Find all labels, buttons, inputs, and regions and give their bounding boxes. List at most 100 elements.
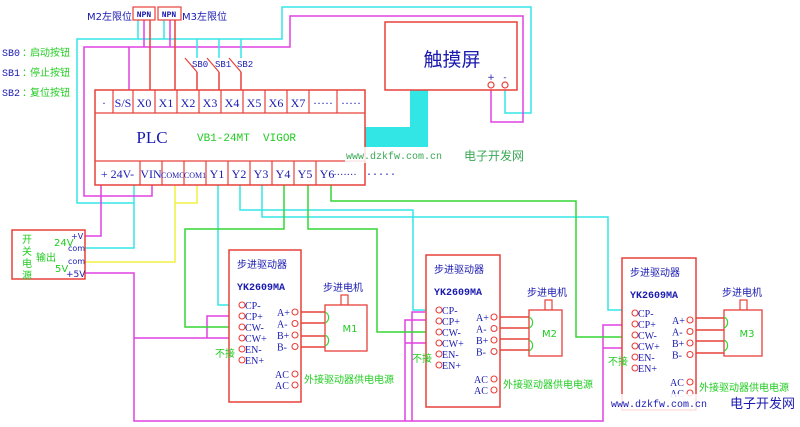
wire-y4 (184, 185, 285, 328)
plc-output-vin: VIN (140, 167, 162, 181)
driver-ac-label: AC (275, 381, 289, 392)
driver-ac-label: AC (670, 378, 684, 389)
driver-terminal-cwminus (631, 331, 639, 339)
stepper-drivers: 步进驱动器YK2609MACP-CP+CW-CW+EN-EN+不接A+A-B+B… (215, 249, 789, 411)
legend-sb1-sep: ： (22, 68, 32, 79)
driver-phase-terminal (291, 331, 299, 339)
plc-input-x2: X2 (181, 96, 196, 110)
plc-input-x6: X6 (269, 96, 284, 110)
driver-phase-terminal (686, 316, 694, 324)
driver-phase-terminal (686, 327, 694, 336)
watermark-bottom-name: 电子开发网 (730, 396, 795, 412)
plc-model: VB1-24MT VIGOR (197, 133, 296, 145)
driver-phase-terminal (291, 319, 299, 328)
driver-phase-label: A- (277, 320, 288, 331)
driver-terminal-label: CP- (638, 309, 654, 320)
wire-y5 (307, 185, 432, 333)
driver-title: 步进驱动器 (434, 264, 484, 276)
stepper-driver-2: 步进驱动器YK2609MACP-CP+CW-CW+EN-EN+不接A+A-B+B… (412, 254, 593, 408)
plc-output-y4: Y4 (276, 167, 291, 181)
touchscreen: 触摸屏 + - (384, 21, 518, 91)
driver-terminal-label: CP- (442, 306, 458, 317)
watermark-top-name: 电子开发网 (464, 148, 524, 163)
m2-limit-label: M2左限位 (87, 10, 132, 23)
driver-phase-terminal (686, 339, 694, 347)
driver-terminal-label: CW+ (638, 342, 660, 353)
driver-title: 步进驱动器 (237, 259, 287, 271)
wire-touchscreen-minus (76, 6, 532, 204)
plc-output-y6: Y6 (320, 167, 335, 181)
wire-m2-coils (493, 316, 530, 351)
driver-terminal-label: EN+ (638, 364, 657, 375)
wire-y6 (330, 185, 633, 338)
npn-sensor-m2-label: NPN (137, 11, 152, 20)
plc-input-dot-11: ····· (341, 96, 361, 110)
driver-terminal-cpminus (435, 306, 443, 314)
m3-limit-label: M3左限位 (182, 10, 227, 23)
legend-sb1-id: SB1 (2, 69, 20, 80)
motor-body (723, 309, 763, 357)
psu-title-char-2: 关 (22, 245, 32, 258)
touchscreen-box (384, 21, 518, 91)
psu-24v-label: 24V (54, 238, 74, 249)
plc-input-x7: X7 (291, 96, 306, 110)
driver-terminal-label: CP+ (442, 317, 460, 328)
external-power-label: 外接驱动器供电电源 (699, 381, 789, 394)
motor-body (324, 304, 368, 352)
psu-5v-label: 5V (55, 264, 68, 275)
driver-terminal-cwplus (435, 339, 443, 347)
motor-shaft (739, 299, 748, 311)
legend-sb0-desc: 启动按钮 (30, 46, 70, 59)
psu-output-label: 输出 (36, 251, 56, 264)
driver-terminal-label: CW- (442, 328, 461, 339)
power-supply-box (11, 229, 86, 280)
plc-output-24v: + 24V- (101, 167, 134, 181)
psu-terminal-plus-5v: +5V (66, 270, 86, 280)
external-power-label: 外接驱动器供电电源 (304, 373, 394, 386)
legend-sb2-sep: ： (22, 88, 32, 99)
driver-ac-label: AC (474, 386, 488, 397)
driver-phase-label: B+ (672, 339, 685, 350)
watermark-top: www.dzkfw.com.cn 电子开发网 (345, 147, 537, 163)
plc-output-com1: COM1 (184, 171, 206, 180)
legend-sb2-id: SB2 (2, 89, 20, 100)
motor-title: 步进电机 (722, 286, 762, 299)
motor-shaft (340, 294, 349, 306)
watermark-bottom-bg (610, 394, 800, 412)
driver-model: YK2609MA (630, 291, 678, 302)
driver-phase-label: B- (476, 348, 486, 359)
plc-input-x3: X3 (203, 96, 218, 110)
not-connected-label: 不接 (412, 352, 432, 365)
driver-ac-terminal (490, 375, 498, 383)
driver-phase-label: A- (476, 325, 487, 336)
driver-phase-terminal (490, 347, 498, 356)
psu-title-char-4: 源 (22, 269, 32, 282)
wire-com1 (175, 185, 198, 204)
motor-title: 步进电机 (323, 281, 363, 294)
wire-24v-plus (85, 185, 102, 237)
driver-phase-label: B- (277, 343, 287, 354)
driver-phase-label: A+ (277, 308, 290, 319)
limit-switches: M2左限位 NPN NPN M3左限位 (87, 6, 227, 23)
motor-id: M2 (542, 329, 557, 340)
driver-terminal-cwplus (238, 334, 246, 342)
driver-phase-terminal (291, 342, 299, 351)
psu-terminal-com-5v: com (68, 257, 85, 266)
buttons-legend: SB0 ： 启动按钮 SB1 ： 停止按钮 SB2 ： 复位按钮 (2, 46, 70, 100)
plc-input-x5: X5 (247, 96, 262, 110)
wire-y3 (261, 185, 633, 311)
driver-phase-terminal (291, 308, 299, 316)
npn-sensor-m3-label: NPN (162, 11, 177, 20)
plc-input-x1: X1 (159, 96, 174, 110)
driver-terminal-cpplus (631, 320, 639, 328)
wire-24v-minus (85, 203, 135, 249)
not-connected-label: 不接 (608, 355, 628, 368)
driver-terminal-label: EN+ (245, 356, 264, 367)
driver-phase-terminal (686, 350, 694, 359)
driver-terminal-enplus (435, 361, 443, 369)
driver-terminal-label: EN- (442, 350, 459, 361)
